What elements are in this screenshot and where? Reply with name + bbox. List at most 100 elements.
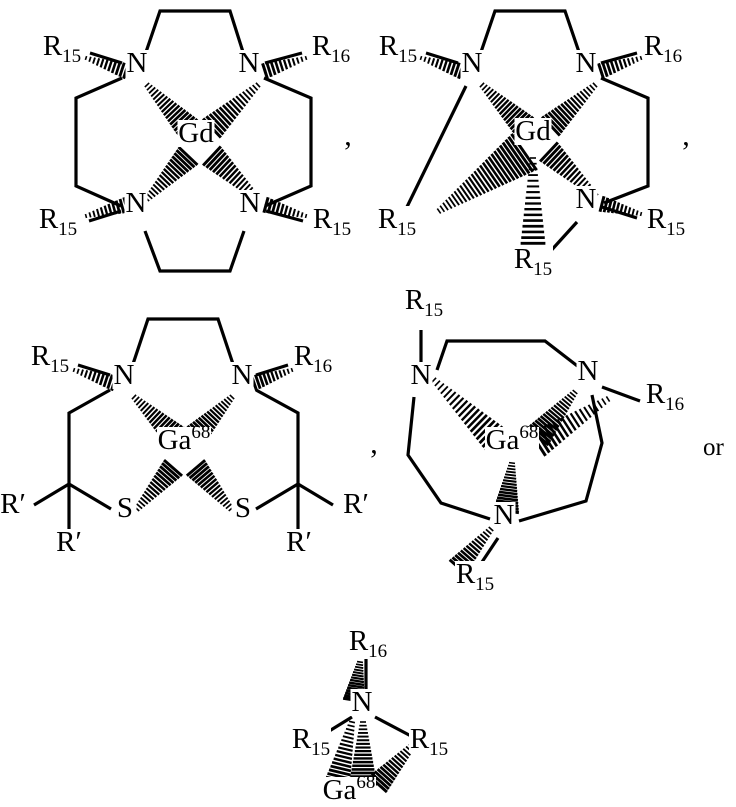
hash-tick — [177, 145, 199, 167]
atom-label-Gd: Gd — [515, 115, 551, 147]
hash-tick — [502, 479, 517, 483]
hash-tick — [582, 88, 591, 97]
hash-tick — [487, 156, 509, 185]
hash-tick — [245, 88, 254, 98]
label-backdrop — [30, 343, 70, 370]
hash-tick — [114, 200, 122, 215]
hash-tick — [550, 109, 568, 128]
hash-tick — [434, 380, 441, 387]
hash-tick — [597, 62, 605, 80]
hash-tick — [219, 496, 229, 505]
hash-tick — [379, 765, 396, 781]
hash-tick — [347, 683, 365, 689]
hash-tick — [348, 681, 365, 687]
hash-tick — [262, 372, 269, 386]
label-backdrop — [293, 343, 333, 370]
hash-tick — [501, 481, 517, 487]
hash-tick — [291, 57, 296, 66]
hash-tick — [564, 395, 573, 404]
hash-tick — [547, 111, 566, 131]
label-backdrop — [322, 777, 376, 804]
hash-tick — [483, 86, 491, 94]
hash-tick — [222, 104, 237, 120]
hash-tick — [159, 465, 178, 482]
atom-label-N: N — [127, 47, 148, 79]
hash-tick — [270, 371, 276, 382]
hash-tick — [479, 533, 489, 541]
label-backdrop — [50, 529, 88, 556]
hash-tick — [225, 167, 239, 182]
hash-tick — [423, 56, 427, 63]
hash-tick — [631, 57, 635, 64]
atom-label-Rprime: R′ — [56, 526, 82, 558]
hash-tick — [545, 147, 564, 168]
hash-tick — [333, 757, 352, 765]
hash-tick — [107, 203, 113, 216]
hash-tick — [635, 210, 639, 216]
hash-tick — [238, 180, 249, 191]
hash-tick — [442, 60, 448, 72]
hash-tick — [572, 389, 578, 395]
hash-tick — [84, 55, 88, 61]
hash-tick — [145, 487, 158, 498]
hash-tick — [635, 56, 639, 63]
hash-tick — [274, 60, 281, 74]
hash-tick — [585, 86, 594, 94]
hash-tick — [356, 660, 364, 664]
hash-tick — [199, 474, 216, 489]
hash-tick — [141, 493, 152, 503]
hash-tick — [215, 158, 232, 176]
atom-label-N: N — [494, 499, 515, 531]
label-backdrop — [485, 427, 539, 454]
label-backdrop — [378, 33, 418, 60]
atom-label-N: N — [352, 686, 373, 718]
hash-tick — [494, 96, 507, 109]
hash-tick — [482, 531, 491, 538]
hash-tick — [619, 203, 624, 215]
hash-tick — [133, 396, 140, 403]
hash-tick — [279, 203, 285, 216]
hash-tick — [146, 193, 153, 200]
hash-tick — [626, 57, 632, 66]
hash-tick — [292, 208, 296, 217]
atom-label-R-15: R15 — [410, 723, 448, 760]
hash-tick — [507, 135, 535, 173]
hash-tick — [500, 103, 516, 119]
hash-tick — [485, 88, 494, 97]
hash-tick — [290, 367, 294, 373]
hash-tick — [339, 742, 354, 748]
label-backdrop — [312, 206, 352, 233]
hash-tick — [136, 503, 143, 510]
hash-tick — [555, 402, 568, 413]
hash-tick — [560, 103, 575, 119]
hash-tick — [215, 108, 232, 126]
atom-label-R-15: R15 — [514, 243, 552, 280]
hash-tick — [118, 62, 126, 78]
atom-label-N: N — [411, 359, 432, 391]
hash-tick — [438, 59, 444, 70]
hash-tick — [399, 750, 410, 760]
hash-tick — [106, 374, 114, 390]
hash-tick — [214, 490, 225, 501]
hash-tick — [504, 473, 517, 477]
hash-tick — [447, 196, 457, 208]
hash-tick — [148, 190, 156, 198]
atom-label-N: N — [126, 187, 147, 219]
hash-tick — [476, 167, 494, 191]
hash-tick — [431, 377, 437, 383]
hash-tick — [466, 411, 484, 429]
hash-tick — [206, 410, 220, 424]
hash-tick — [559, 160, 574, 177]
hash-tick — [561, 398, 572, 407]
hash-tick — [266, 372, 273, 384]
hash-tick — [631, 208, 635, 216]
hash-tick — [212, 110, 230, 129]
label-backdrop — [337, 491, 375, 518]
hash-tick — [508, 461, 516, 465]
label-backdrop — [112, 362, 136, 389]
hash-tick — [102, 373, 110, 388]
